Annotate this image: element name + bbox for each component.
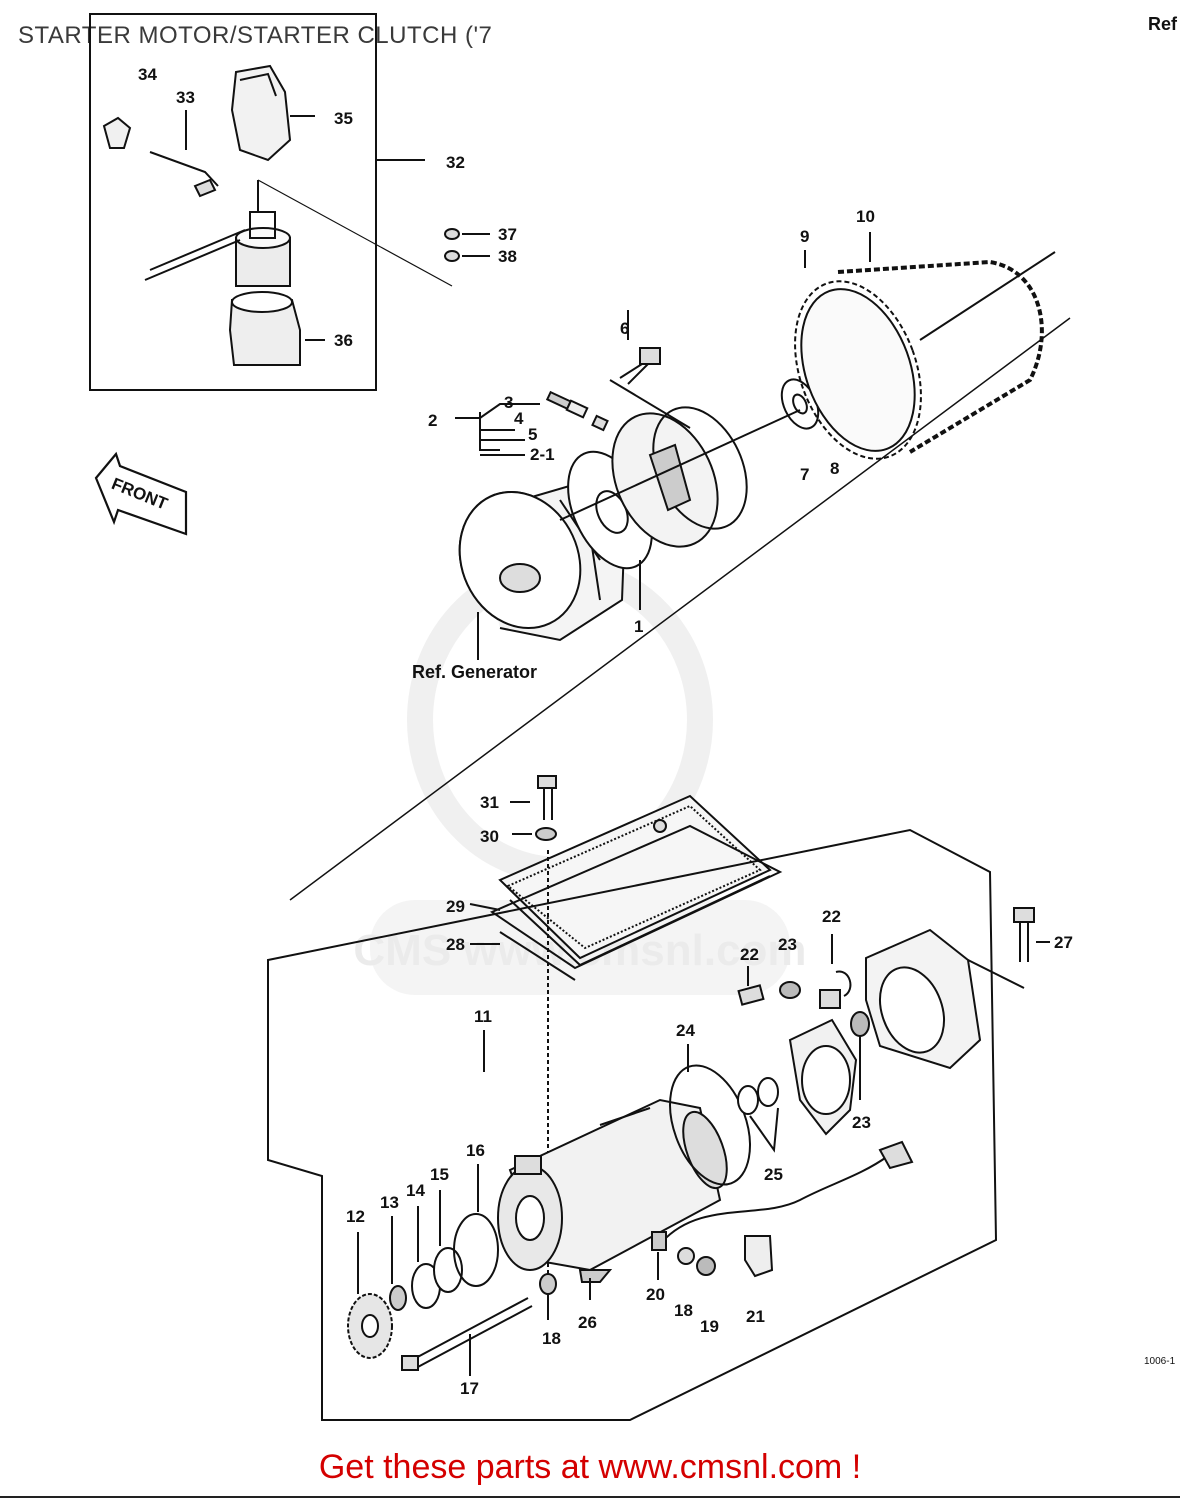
- callout-31: 31: [480, 793, 499, 812]
- part-27-bolt: [1013, 907, 1050, 962]
- callout-4: 4: [514, 409, 524, 428]
- callout-17: 17: [460, 1379, 479, 1398]
- starter-end-parts: [669, 907, 1050, 1186]
- starter-lead-parts: [651, 1140, 914, 1280]
- figure-code: 1006-1: [1144, 1356, 1176, 1367]
- callout-2-1: 2-1: [530, 445, 555, 464]
- part-31-bolt: [510, 775, 557, 820]
- part-22-brush-b: [819, 989, 841, 1009]
- callout-12: 12: [346, 1207, 365, 1226]
- callout-18-a: 18: [542, 1329, 561, 1348]
- front-arrow: FRONT: [94, 451, 188, 536]
- callout-19: 19: [700, 1317, 719, 1336]
- callout-1: 1: [634, 617, 643, 636]
- part-10-chain: [837, 232, 1056, 454]
- callout-6: 6: [620, 319, 629, 338]
- part-23-spring-a: [779, 981, 801, 999]
- callout-14: 14: [406, 1181, 425, 1200]
- callout-16: 16: [466, 1141, 485, 1160]
- callout-36: 36: [334, 331, 353, 350]
- part-23-spring-b: [850, 1011, 870, 1037]
- callout-34: 34: [138, 65, 157, 84]
- part-13-clip: [389, 1285, 407, 1311]
- callout-10: 10: [856, 207, 875, 226]
- callout-32: 32: [446, 153, 465, 172]
- callout-35: 35: [334, 109, 353, 128]
- callout-23-a: 23: [778, 935, 797, 954]
- part-33-lead: [102, 110, 219, 198]
- part-3-4-5-rollers: [455, 390, 609, 456]
- part-29-cover: [498, 794, 772, 967]
- part-16-oring: [453, 1213, 499, 1287]
- callout-labels: 34 33 35 32 37 38 36 9 10 6 3 2 4 5 2-1 …: [138, 65, 1176, 1398]
- callout-25: 25: [764, 1165, 783, 1184]
- callout-33: 33: [176, 88, 195, 107]
- callout-37: 37: [498, 225, 517, 244]
- part-25-washer-a: [737, 1085, 759, 1115]
- footer-divider: [0, 1496, 1180, 1498]
- part-2-1-clutch-body: [611, 406, 748, 548]
- ref-label: Ref: [1148, 14, 1178, 34]
- starter-clutch-group: [455, 232, 1056, 660]
- part-36-band: [228, 291, 325, 366]
- part-35-cover: [230, 64, 315, 162]
- callout-8: 8: [830, 459, 839, 478]
- part-18-washer-b: [677, 1247, 695, 1265]
- callout-21: 21: [746, 1307, 765, 1326]
- part-32-solenoid: [144, 180, 291, 287]
- part-generator-rotor: [458, 478, 627, 660]
- callout-27: 27: [1054, 933, 1073, 952]
- callout-23-b: 23: [852, 1113, 871, 1132]
- callout-20: 20: [646, 1285, 665, 1304]
- starter-motor-body: [497, 1098, 728, 1283]
- callout-7: 7: [800, 465, 809, 484]
- solenoid-inset: [89, 13, 425, 391]
- generator-ref-label: Ref. Generator: [412, 662, 537, 682]
- callout-5: 5: [528, 425, 537, 444]
- parts-diagram: CMS www.cmsnl.com: [89, 13, 1176, 1421]
- part-18-washer-a: [539, 1273, 557, 1295]
- callout-15: 15: [430, 1165, 449, 1184]
- starter-front-parts: [347, 1164, 591, 1376]
- part-19-nut: [696, 1256, 716, 1276]
- axis-line: [289, 317, 1071, 901]
- callout-28: 28: [446, 935, 465, 954]
- callout-30: 30: [480, 827, 499, 846]
- callout-29: 29: [446, 897, 465, 916]
- part-37-38-nut: [444, 228, 490, 262]
- footer-link[interactable]: Get these parts at www.cmsnl.com !: [318, 1448, 862, 1486]
- callout-24: 24: [676, 1021, 695, 1040]
- callout-38: 38: [498, 247, 517, 266]
- part-20-lead: [661, 1155, 889, 1243]
- callout-18-b: 18: [674, 1301, 693, 1320]
- page-title: STARTER MOTOR/STARTER CLUTCH ('7: [18, 22, 493, 49]
- part-17-bolt: [411, 1297, 533, 1369]
- callout-22-a: 22: [740, 945, 759, 964]
- starter-cover-group: [469, 775, 783, 981]
- callout-13: 13: [380, 1193, 399, 1212]
- callout-26: 26: [578, 1313, 597, 1332]
- leader-29: [469, 903, 501, 911]
- callout-3: 3: [504, 393, 513, 412]
- callout-11: 11: [474, 1007, 492, 1026]
- part-21-cap: [744, 1235, 774, 1278]
- part-6-bolt: [609, 310, 691, 429]
- part-30-washer: [512, 827, 557, 841]
- part-25-washer-b: [757, 1077, 779, 1107]
- callout-2: 2: [428, 411, 437, 430]
- callout-9: 9: [800, 227, 809, 246]
- part-9-sprocket: [794, 250, 922, 460]
- part-22-brush-a: [737, 984, 765, 1006]
- callout-22-b: 22: [822, 907, 841, 926]
